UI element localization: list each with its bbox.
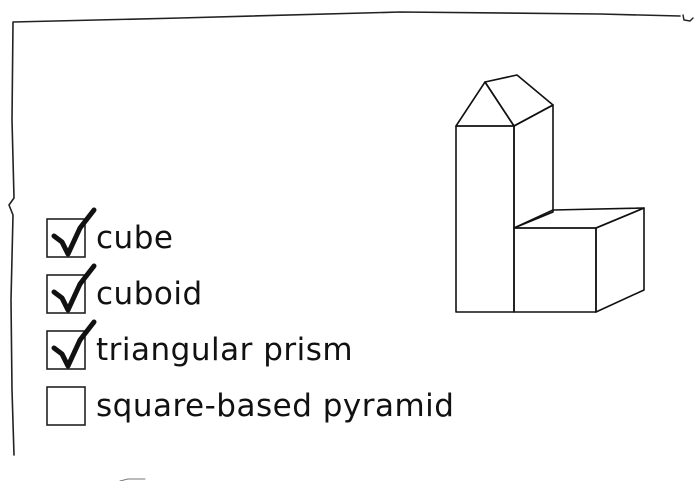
checklist-item-triangular-prism: triangular prism	[46, 319, 566, 378]
checkmark-icon	[51, 207, 97, 257]
checkbox-frame-icon	[46, 274, 86, 314]
3d-shapes-drawing	[455, 74, 645, 313]
shape-checklist: cube cuboid triangular prism	[46, 207, 566, 434]
roof-front-triangle	[455, 81, 515, 127]
checkmark-icon	[51, 263, 97, 313]
checkbox-frame-icon	[46, 386, 86, 426]
checklist-label-cube: cube	[96, 220, 174, 256]
cube-front-face	[513, 227, 597, 313]
checklist-item-cuboid: cuboid	[46, 263, 566, 322]
checkbox-triangular-prism[interactable]	[46, 319, 97, 370]
roof-slope-face	[484, 74, 554, 127]
checkbox-square-based-pyramid[interactable]	[46, 386, 86, 426]
checklist-label-square-based-pyramid: square-based pyramid	[96, 388, 455, 424]
checkbox-cuboid[interactable]	[46, 263, 97, 314]
checkmark-icon	[51, 319, 97, 369]
cube-side-face	[595, 207, 645, 313]
checklist-label-triangular-prism: triangular prism	[96, 332, 354, 368]
checklist-item-square-based-pyramid: square-based pyramid	[46, 378, 566, 434]
tower-front-face	[455, 125, 515, 313]
checklist-label-cuboid: cuboid	[96, 276, 203, 312]
checkbox-frame-icon	[46, 218, 86, 258]
checkbox-cube[interactable]	[46, 207, 97, 258]
cube-top-face	[513, 207, 645, 229]
checkbox-frame-icon	[46, 330, 86, 370]
checklist-item-cube: cube	[46, 207, 566, 266]
